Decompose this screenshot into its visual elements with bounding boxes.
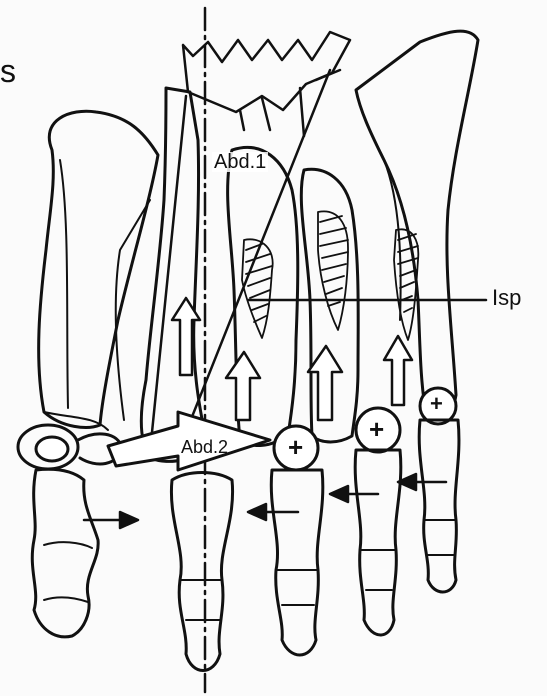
hallux-phalanges: [32, 469, 98, 637]
interossei-label: Isp: [492, 287, 521, 309]
plus-sign: +: [369, 416, 384, 442]
abductor-1-label: Abd.1: [212, 152, 268, 172]
abductor-2-label: Abd.2: [181, 438, 228, 456]
plus-sign: +: [430, 393, 443, 415]
fifth-metatarsal: [356, 31, 478, 417]
first-mtp-joint: [18, 425, 122, 469]
plus-sign: +: [288, 434, 303, 460]
first-metatarsal: [39, 111, 158, 427]
corner-text: s: [0, 55, 16, 87]
interossei-muscles: [242, 211, 418, 340]
horizontal-arrows: [84, 474, 446, 528]
